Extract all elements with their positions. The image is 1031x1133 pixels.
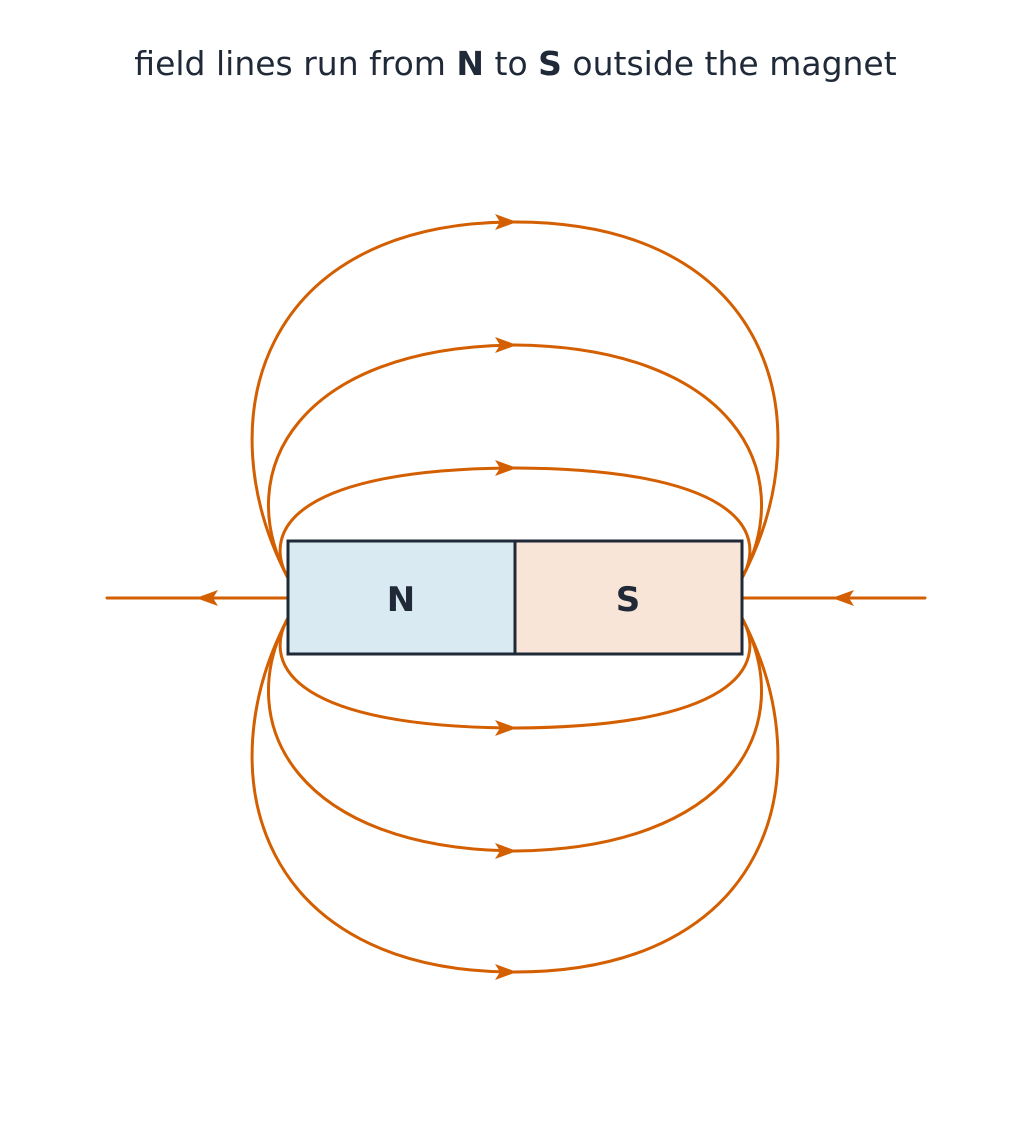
diagram-title: field lines run from N to S outside the … <box>0 44 1031 83</box>
arrow-axis-left <box>196 590 218 606</box>
arrow-upper-outer <box>495 214 517 230</box>
title-text-2: to <box>484 44 539 83</box>
north-pole <box>288 541 515 654</box>
field-line-upper-outer <box>250 220 780 580</box>
field-line-lower-outer <box>250 616 780 974</box>
arrow-lower-outer <box>495 964 517 980</box>
title-text-3: outside the magnet <box>561 44 897 83</box>
arrow-upper-inner <box>495 460 517 476</box>
arrow-lower-inner <box>495 720 517 736</box>
south-pole-label: S <box>616 580 641 620</box>
title-north-label: N <box>456 44 485 83</box>
south-pole <box>515 541 742 654</box>
arrow-axis-right <box>832 590 854 606</box>
field-arrows <box>196 214 854 980</box>
title-south-label: S <box>538 44 562 83</box>
north-pole-label: N <box>387 580 415 620</box>
arrow-upper-middle <box>495 337 517 353</box>
arrow-lower-middle <box>495 843 517 859</box>
title-text-1: field lines run from <box>134 44 457 83</box>
bar-magnet: N S <box>286 539 744 656</box>
